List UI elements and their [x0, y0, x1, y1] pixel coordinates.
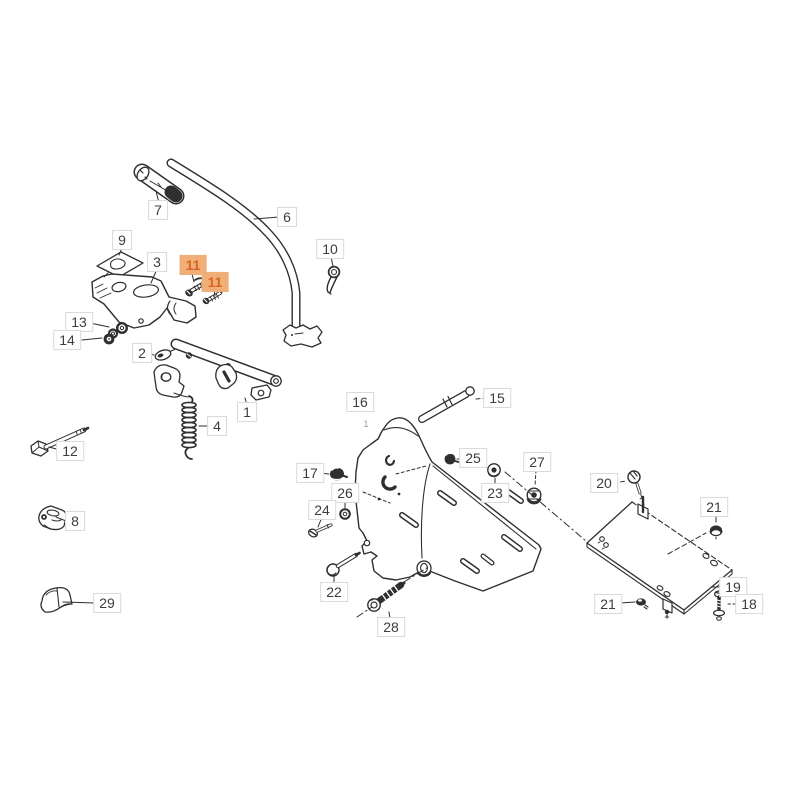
part-label-11a[interactable]: 11 [179, 254, 207, 276]
part-label-6[interactable]: 6 [277, 206, 297, 228]
part-label-14[interactable]: 14 [53, 329, 81, 351]
part-7-grip [133, 163, 185, 205]
part-label-15[interactable]: 15 [483, 387, 511, 409]
part-8-clamp [38, 505, 67, 531]
part-label-17[interactable]: 17 [296, 462, 324, 484]
part-4-spring [181, 395, 197, 460]
part-21b-screw [636, 598, 649, 610]
part-15-pin [418, 386, 475, 423]
part-3-housing [91, 272, 197, 329]
part-label-12[interactable]: 12 [56, 440, 84, 462]
part-label-10[interactable]: 10 [316, 238, 344, 260]
part-label-3[interactable]: 3 [147, 251, 167, 273]
part-label-23[interactable]: 23 [481, 482, 509, 504]
part-label-11b[interactable]: 11 [201, 271, 229, 293]
part-12-bolt [30, 426, 90, 457]
part-18-bolt [712, 590, 725, 621]
part-label-4[interactable]: 4 [207, 415, 227, 437]
part-label-18[interactable]: 18 [735, 593, 763, 615]
part-20-bolt [627, 470, 645, 506]
part-11b-screw [202, 289, 225, 305]
part-9-plate [96, 251, 144, 278]
part-10-clip [326, 265, 341, 295]
part-label-27[interactable]: 27 [523, 451, 551, 473]
part-23-nut [487, 463, 501, 478]
part-28-bolt [367, 581, 406, 612]
part-label-28[interactable]: 28 [377, 616, 405, 638]
part-label-1[interactable]: 1 [237, 401, 257, 423]
part-label-20[interactable]: 20 [590, 472, 618, 494]
part-17-bolt [329, 467, 348, 481]
part-1-lever-arm [153, 338, 282, 401]
part-26-washer [339, 508, 351, 520]
part-label-29[interactable]: 29 [93, 592, 121, 614]
part-label-7[interactable]: 7 [148, 199, 168, 221]
part-label-22[interactable]: 22 [320, 581, 348, 603]
part-27-nut [526, 487, 542, 505]
part-14-grommet [103, 333, 115, 345]
part-29-cap [40, 587, 73, 613]
part-6-handlebar-tube [166, 158, 323, 348]
part-label-16[interactable]: 16 [346, 391, 374, 413]
part-24-bolt [307, 523, 333, 538]
part-label-21-top[interactable]: 21 [700, 496, 728, 518]
part-label-24[interactable]: 24 [308, 499, 336, 521]
part-label-25[interactable]: 25 [459, 447, 487, 469]
part-16-bracket [354, 417, 542, 592]
part-21a-nut [709, 525, 723, 540]
part-label-8[interactable]: 8 [65, 510, 85, 532]
part-label-13[interactable]: 13 [65, 311, 93, 333]
assembly-axis-lines [356, 471, 707, 618]
part-label-9[interactable]: 9 [112, 229, 132, 251]
part-22-bolt [326, 551, 361, 577]
part-19-plate [586, 495, 733, 619]
part-label-21-bottom[interactable]: 21 [594, 593, 622, 615]
part-label-19[interactable]: 19 [719, 576, 747, 598]
part-25-bolt [444, 452, 460, 465]
part-2-clip [154, 348, 176, 361]
part-label-26[interactable]: 26 [331, 482, 359, 504]
stray-digit: 1 [363, 418, 369, 429]
part-label-2[interactable]: 2 [132, 342, 152, 364]
